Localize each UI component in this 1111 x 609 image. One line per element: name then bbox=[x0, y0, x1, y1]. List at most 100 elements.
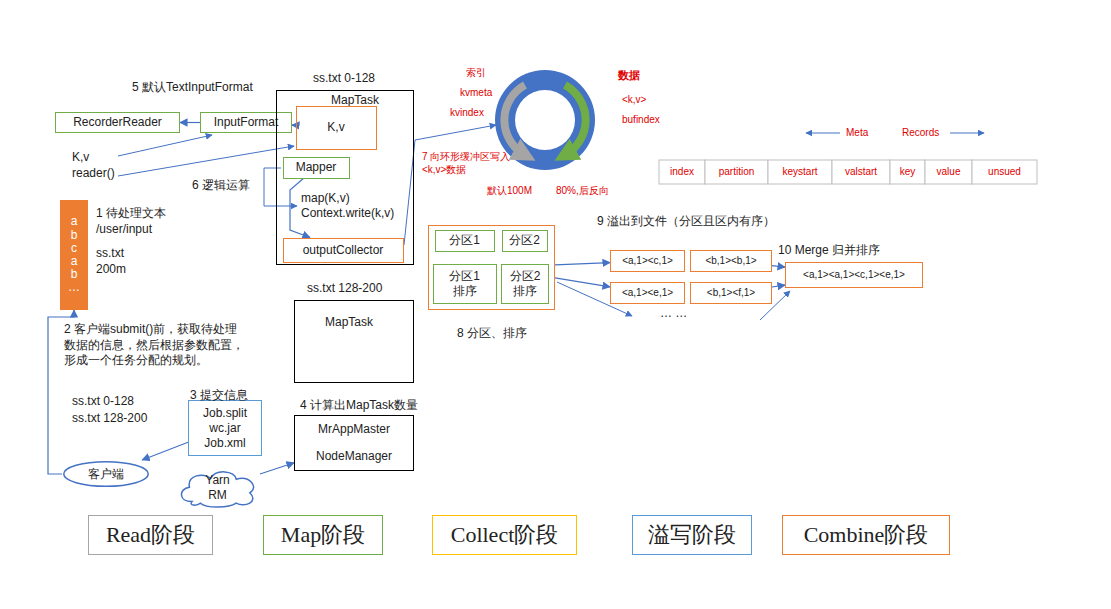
note-label: K,v reader() bbox=[72, 150, 120, 181]
ring-arrow bbox=[565, 85, 586, 155]
meta-table bbox=[659, 160, 1037, 184]
buffer-label: kvindex bbox=[450, 106, 484, 119]
kv-box: K,v bbox=[296, 106, 377, 150]
node-content: RecorderReader bbox=[56, 113, 179, 132]
table-cell-box bbox=[890, 160, 925, 184]
records-label: Records bbox=[902, 126, 939, 139]
table-cell: unsued bbox=[972, 165, 1037, 178]
table-cell-box bbox=[659, 160, 705, 184]
ring-arrow bbox=[504, 85, 525, 155]
flow-arrow bbox=[555, 263, 610, 265]
reader-box: RecorderReader bbox=[55, 112, 180, 133]
appmaster-box: MrAppMasterNodeManager bbox=[294, 415, 414, 471]
node-content: 分区2 排序 bbox=[502, 265, 548, 303]
node-text: 分区2 排序 bbox=[506, 269, 544, 299]
node-text: InputFormat bbox=[214, 115, 279, 130]
table-cell-box bbox=[705, 160, 768, 184]
step-label: 3 提交信息 bbox=[190, 388, 248, 404]
merge-box: <a,1><a,1><c,1><e,1> bbox=[785, 262, 923, 288]
job-files-box: Job.split wc.jar Job.xml bbox=[188, 400, 262, 456]
node-content: <a,1><c,1> bbox=[611, 251, 684, 271]
records-arrow bbox=[950, 133, 984, 134]
node-text: 分区1 排序 bbox=[446, 269, 484, 299]
node-text: 客户端 bbox=[88, 467, 124, 482]
sort-box: 分区1 排序 bbox=[433, 264, 497, 304]
node-content: <a,1><a,1><c,1><e,1> bbox=[786, 263, 922, 287]
node-content: Combine阶段 bbox=[783, 516, 949, 554]
node-content: Map阶段 bbox=[264, 516, 382, 554]
partition-box: 分区1 bbox=[435, 230, 495, 252]
node-content: 客户端 bbox=[62, 460, 150, 488]
node-text: 分区1 bbox=[449, 233, 480, 248]
node-text: K,v bbox=[327, 120, 344, 135]
table-cell: keystart bbox=[768, 165, 832, 178]
buffer-label: <k,v> bbox=[622, 93, 646, 106]
node-text: <b,1><b,1> bbox=[705, 255, 756, 268]
node-content: <b,1><f,1> bbox=[691, 283, 771, 303]
meta-label: Meta bbox=[846, 126, 868, 139]
node-text: Map阶段 bbox=[281, 521, 365, 549]
node-text: a b c a b … bbox=[68, 215, 80, 294]
ring-inner bbox=[515, 90, 575, 150]
node-text: NodeManager bbox=[316, 449, 392, 464]
node-content: 溢写阶段 bbox=[633, 516, 751, 554]
node-content: Yarn RM bbox=[175, 468, 260, 508]
table-cell: partition bbox=[705, 165, 768, 178]
ellipsis-label: … … bbox=[660, 306, 687, 322]
table-cell-box bbox=[972, 160, 1037, 184]
phase-box: Read阶段 bbox=[88, 515, 213, 555]
table-cell: value bbox=[925, 165, 972, 178]
meta-arrow bbox=[806, 133, 840, 134]
table-cell: key bbox=[890, 165, 925, 178]
leader-line bbox=[118, 146, 294, 176]
buffer-label: kvmeta bbox=[460, 86, 492, 99]
flow-arrow bbox=[555, 278, 610, 287]
node-content: MrAppMasterNodeManager bbox=[295, 416, 413, 470]
node-content: outputCollector bbox=[284, 239, 403, 262]
maptask-box: ss.txt 128-200MapTask bbox=[294, 300, 414, 383]
node-text: MapTask bbox=[325, 315, 373, 330]
step-label: 1 待处理文本 /user/input bbox=[96, 206, 178, 237]
spill-file-box: <a,1><c,1> bbox=[610, 250, 685, 272]
step-label: 5 默认TextInputFormat bbox=[132, 80, 253, 96]
node-text: Collect阶段 bbox=[451, 521, 559, 549]
node-text: <a,1><a,1><c,1><e,1> bbox=[803, 269, 905, 282]
node-text: Job.split wc.jar Job.xml bbox=[197, 406, 253, 451]
flow-arrow bbox=[772, 266, 785, 267]
note-label: ss.txt 128-200 bbox=[72, 411, 147, 427]
step-label: 7 向环形缓冲区写入<k,v>数据 bbox=[422, 150, 512, 176]
ellipse-outline bbox=[64, 462, 148, 487]
input-file-bar: a b c a b … bbox=[60, 200, 88, 310]
node-content: Collect阶段 bbox=[433, 516, 576, 554]
node-content: 分区1 排序 bbox=[434, 265, 496, 303]
node-text: <a,1><c,1> bbox=[622, 255, 673, 268]
partition-group: 8 分区、排序分区1分区2分区1 排序分区2 排序 bbox=[428, 225, 555, 310]
maptask-box: ss.txt 0-128MapTaskmap(K,v) Context.writ… bbox=[276, 90, 414, 265]
node-text: map(K,v) Context.write(k,v) bbox=[301, 191, 405, 221]
phase-box: Map阶段 bbox=[263, 515, 383, 555]
step-label: 4 计算出MapTask数量 bbox=[300, 398, 418, 414]
node-text: MrAppMaster bbox=[318, 422, 390, 437]
node-text: Yarn RM bbox=[198, 473, 238, 503]
node-content: Job.split wc.jar Job.xml bbox=[189, 401, 261, 455]
flow-arrow bbox=[260, 463, 294, 474]
flow-arrow bbox=[142, 442, 188, 460]
leader-lines bbox=[118, 125, 984, 320]
node-content: <a,1><e,1> bbox=[611, 283, 684, 303]
node-text: ss.txt 128-200 bbox=[307, 281, 382, 296]
node-text: Mapper bbox=[296, 160, 337, 175]
leader-line bbox=[118, 135, 212, 156]
table-cell-box bbox=[768, 160, 832, 184]
flow-arrow bbox=[772, 285, 785, 287]
sort-box: 分区2 排序 bbox=[501, 264, 549, 304]
buffer-label: 数据 bbox=[618, 68, 640, 82]
flow-arrow bbox=[180, 122, 200, 123]
table-cell: index bbox=[659, 165, 705, 178]
collector-box: outputCollector bbox=[283, 238, 404, 263]
step-label: 2 客户端submit()前，获取待处理数据的信息，然后根据参数配置，形成一个任… bbox=[64, 322, 246, 369]
node-content: 分区1 bbox=[436, 231, 494, 251]
phase-box: Combine阶段 bbox=[782, 515, 950, 555]
node-content: InputFormat bbox=[201, 113, 291, 132]
cloud-outline bbox=[181, 472, 253, 507]
yarn-cloud: Yarn RM bbox=[175, 468, 260, 508]
